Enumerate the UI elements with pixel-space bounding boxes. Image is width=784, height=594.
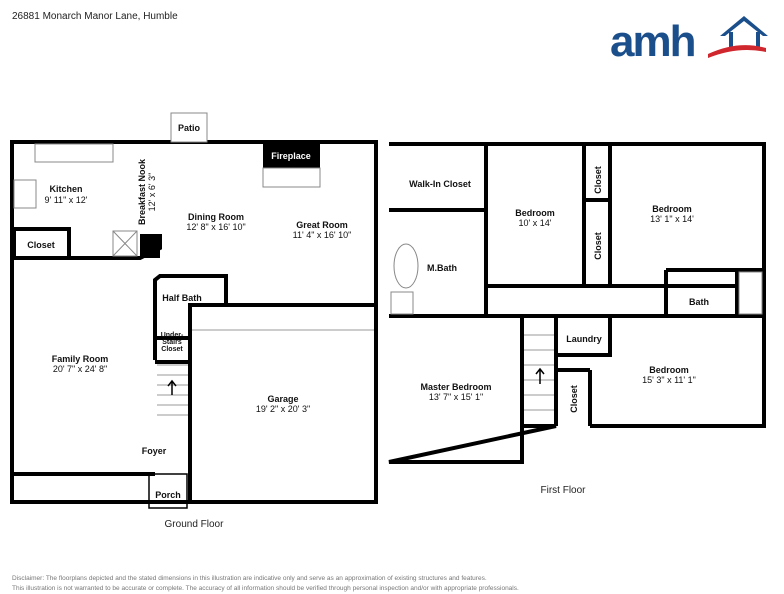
breakfast-nook-dims: 12' x 6' 3" bbox=[147, 173, 157, 212]
room-closet-b: Closet bbox=[593, 232, 603, 260]
room-porch: Porch bbox=[155, 490, 181, 500]
room-patio: Patio bbox=[178, 123, 201, 133]
room-closet-a: Closet bbox=[593, 166, 603, 194]
room-m-bath: M.Bath bbox=[427, 263, 457, 273]
stairs-up-arrow-icon bbox=[535, 367, 545, 384]
dining-dims: 12' 8" x 16' 10" bbox=[186, 222, 245, 232]
first-floor-title: First Floor bbox=[541, 485, 587, 496]
floor-plan: Patio Fireplace Kitchen 9' 11" x 12' Bre… bbox=[10, 112, 766, 530]
disclaimer-line-2: This illustration is not warranted to be… bbox=[12, 585, 519, 592]
kitchen-dims: 9' 11" x 12' bbox=[45, 195, 88, 205]
ground-floor-title: Ground Floor bbox=[165, 519, 225, 530]
svg-text:amh: amh bbox=[610, 17, 695, 62]
master-bedroom-dims: 13' 7" x 15' 1" bbox=[429, 392, 483, 402]
room-family: Family Room bbox=[52, 354, 109, 364]
great-dims: 11' 4" x 16' 10" bbox=[293, 230, 352, 240]
room-half-bath: Half Bath bbox=[162, 293, 202, 303]
room-dining: Dining Room bbox=[188, 212, 244, 222]
bedroom-a-dims: 10' x 14' bbox=[519, 218, 552, 228]
under-stairs-1: Under- bbox=[161, 332, 184, 339]
room-bedroom-a: Bedroom bbox=[515, 208, 555, 218]
bedroom-b-dims: 13' 1" x 14' bbox=[650, 214, 694, 224]
room-bath: Bath bbox=[689, 297, 709, 307]
room-foyer: Foyer bbox=[142, 446, 167, 456]
disclaimer: Disclaimer: The floorplans depicted and … bbox=[12, 574, 519, 594]
garage-dims: 19' 2" x 20' 3" bbox=[256, 404, 310, 414]
property-address: 26881 Monarch Manor Lane, Humble bbox=[12, 11, 178, 22]
disclaimer-line-1: Disclaimer: The floorplans depicted and … bbox=[12, 575, 487, 582]
room-walk-in-closet: Walk-In Closet bbox=[409, 179, 471, 189]
family-dims: 20' 7" x 24' 8" bbox=[53, 364, 107, 374]
first-floor-walls bbox=[388, 142, 766, 464]
room-breakfast-nook: Breakfast Nook bbox=[137, 158, 147, 225]
room-bedroom-b: Bedroom bbox=[652, 204, 692, 214]
under-stairs-2: Stairs bbox=[162, 339, 182, 346]
stairs-up-arrow-icon bbox=[167, 379, 177, 395]
bedroom-c-dims: 15' 3" x 11' 1" bbox=[642, 375, 696, 385]
amh-logo: amh bbox=[610, 16, 768, 62]
under-stairs-3: Closet bbox=[161, 346, 183, 353]
room-closet-c: Closet bbox=[569, 385, 579, 413]
room-great: Great Room bbox=[296, 220, 348, 230]
room-kitchen: Kitchen bbox=[49, 184, 82, 194]
room-garage: Garage bbox=[267, 394, 298, 404]
room-bedroom-c: Bedroom bbox=[649, 365, 689, 375]
room-master-bedroom: Master Bedroom bbox=[420, 382, 491, 392]
room-fireplace: Fireplace bbox=[271, 151, 311, 161]
room-laundry: Laundry bbox=[566, 334, 602, 344]
room-closet: Closet bbox=[27, 240, 55, 250]
